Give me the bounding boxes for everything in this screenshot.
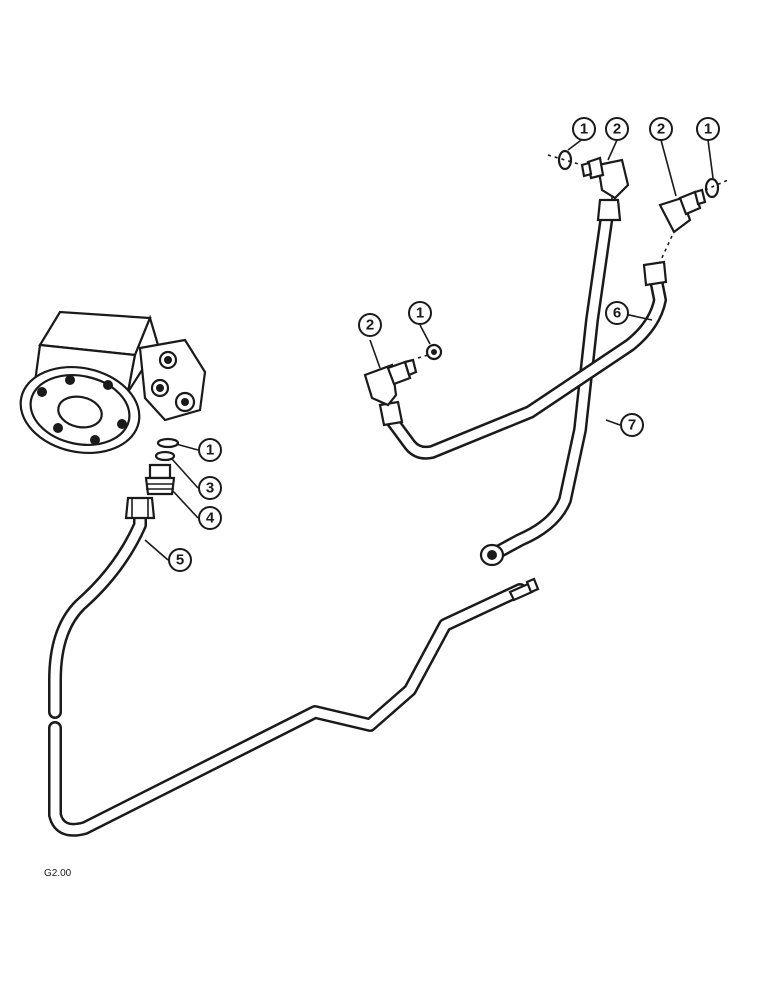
callout-3: 3	[198, 476, 222, 500]
figure-reference: G2.00	[44, 868, 72, 879]
callout-2-middle: 2	[358, 313, 382, 337]
svg-text:7: 7	[628, 417, 636, 434]
svg-text:1: 1	[704, 121, 712, 138]
callout-1-top-right: 1	[696, 117, 720, 141]
assembly-lines	[417, 154, 729, 359]
elbow-fitting-left	[363, 358, 418, 407]
callout-1-top-left: 1	[572, 117, 596, 141]
callout-1-middle: 1	[408, 301, 432, 325]
callout-2-top-left: 2	[605, 117, 629, 141]
svg-text:5: 5	[176, 552, 184, 569]
callout-leaders	[144, 137, 714, 561]
svg-text:1: 1	[580, 121, 588, 138]
tube-5	[48, 496, 540, 837]
svg-text:2: 2	[657, 121, 665, 138]
steering-motor	[19, 310, 207, 455]
elbow-fitting-top-right	[658, 188, 707, 234]
callout-2-top-right: 2	[649, 117, 673, 141]
svg-text:2: 2	[366, 317, 374, 334]
port-fittings-motor	[144, 437, 180, 496]
callout-1-motor: 1	[198, 438, 222, 462]
callout-5: 5	[168, 548, 192, 572]
tube-7	[479, 198, 622, 567]
tube-6	[378, 260, 668, 460]
svg-text:6: 6	[613, 305, 621, 322]
o-ring-seals	[425, 149, 720, 361]
callout-7: 7	[620, 413, 644, 437]
svg-text:2: 2	[613, 121, 621, 138]
svg-text:3: 3	[206, 480, 214, 497]
svg-text:1: 1	[206, 442, 214, 459]
callout-4: 4	[198, 506, 222, 530]
svg-text:4: 4	[206, 510, 215, 527]
callout-6: 6	[605, 301, 629, 325]
elbow-fitting-top-left	[580, 156, 630, 200]
svg-text:1: 1	[416, 305, 424, 322]
